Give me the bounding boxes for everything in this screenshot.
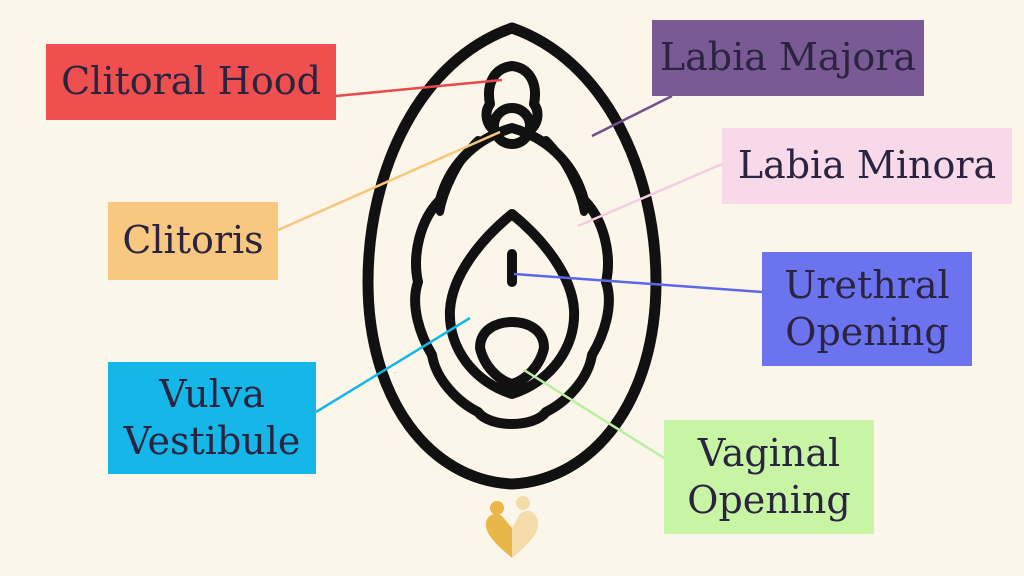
label-urethral-opening: Urethral Opening xyxy=(762,252,972,366)
vestibule-outline xyxy=(444,209,580,399)
label-labia-minora: Labia Minora xyxy=(722,128,1012,204)
leader-line-vaginal-opening xyxy=(523,368,665,460)
labia-minora-outline xyxy=(410,123,614,429)
label-labia-majora: Labia Majora xyxy=(652,20,924,96)
label-vaginal-opening: Vaginal Opening xyxy=(664,420,874,534)
clitoris-outline xyxy=(489,103,535,149)
leader-lines xyxy=(277,78,763,460)
leader-line-labia-majora xyxy=(591,94,673,138)
leader-line-urethral-opening xyxy=(513,272,763,294)
labia-minora-inner-fold xyxy=(436,136,588,216)
vulva-outline-illustration xyxy=(362,22,662,490)
two-people-heart-logo xyxy=(485,496,539,558)
leader-line-clitoris xyxy=(277,130,501,232)
labia-majora-outline xyxy=(362,22,662,490)
label-vulva-vestibule: Vulva Vestibule xyxy=(108,362,316,474)
label-clitoris: Clitoris xyxy=(108,202,278,280)
vaginal-opening-outline xyxy=(475,317,549,389)
label-clitoral-hood: Clitoral Hood xyxy=(46,44,336,120)
leader-line-labia-minora xyxy=(577,162,723,228)
leader-line-vulva-vestibule xyxy=(315,316,471,414)
clitoral-hood-outline xyxy=(481,61,543,135)
leader-line-clitoral-hood xyxy=(335,78,503,98)
